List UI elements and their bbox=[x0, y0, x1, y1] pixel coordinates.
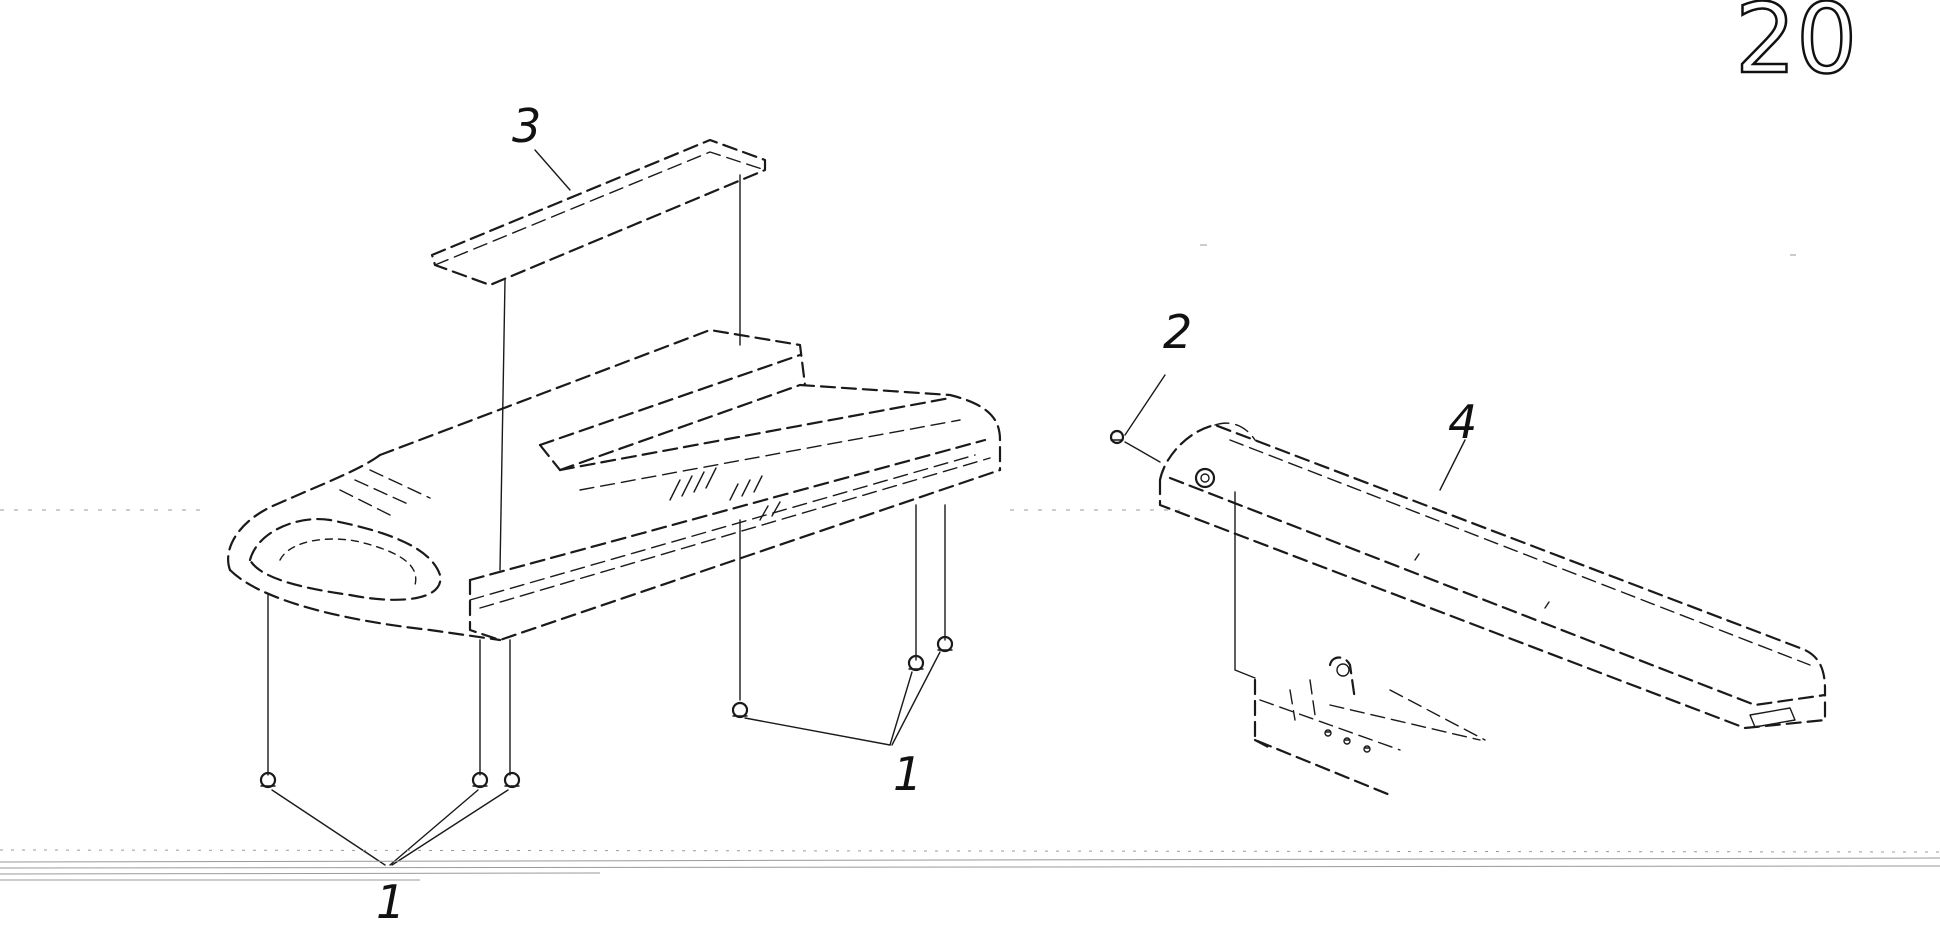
callout-side-module: 4 bbox=[1448, 395, 1477, 449]
top-cover-part bbox=[430, 138, 767, 571]
screw-icon bbox=[471, 771, 489, 789]
screw-icon bbox=[731, 701, 749, 719]
bolt-part bbox=[1109, 374, 1166, 463]
leader-4 bbox=[1439, 439, 1466, 491]
screws-left bbox=[259, 504, 954, 866]
page-number: 20 bbox=[1735, 0, 1857, 95]
main-housing bbox=[227, 328, 1002, 642]
leader-3 bbox=[534, 149, 571, 191]
callout-screw-bottom: 1 bbox=[376, 875, 405, 929]
scan-baseline bbox=[0, 244, 1940, 881]
screw-icon bbox=[907, 654, 925, 672]
screw-icon bbox=[503, 771, 521, 789]
screw-icon bbox=[936, 635, 954, 653]
callout-bolt: 2 bbox=[1163, 305, 1192, 359]
side-module-part bbox=[1158, 422, 1827, 730]
callout-screw-right: 1 bbox=[893, 747, 922, 801]
callout-top-cover: 3 bbox=[512, 99, 541, 153]
bolt-icon bbox=[1109, 429, 1125, 445]
mounting-bracket bbox=[1234, 491, 1486, 797]
screw-icon bbox=[259, 771, 277, 789]
